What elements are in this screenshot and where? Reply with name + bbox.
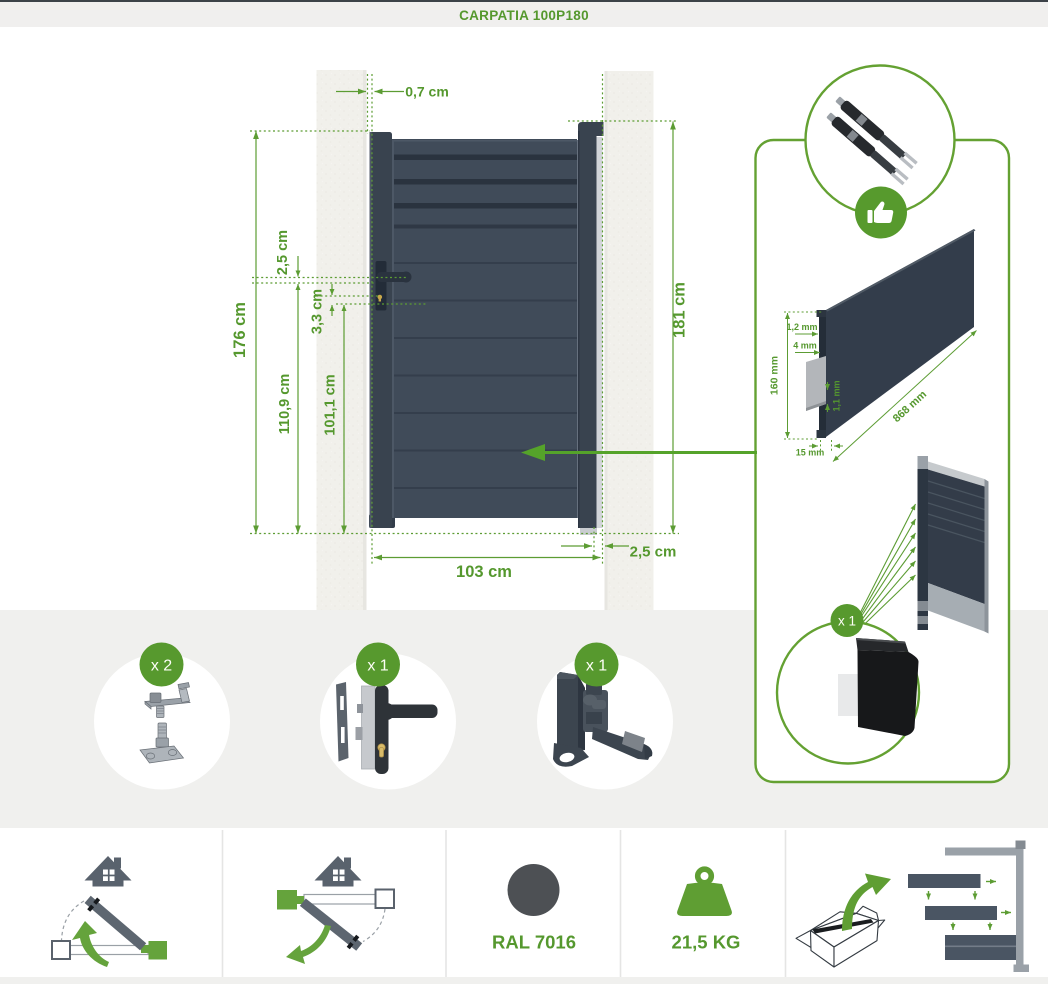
- svg-text:x 2: x 2: [151, 658, 172, 675]
- svg-text:2,5 cm: 2,5 cm: [275, 230, 291, 275]
- svg-text:RAL 7016: RAL 7016: [492, 932, 576, 953]
- svg-text:1,1 mm: 1,1 mm: [832, 380, 842, 411]
- svg-text:0,7 cm: 0,7 cm: [405, 84, 449, 100]
- svg-text:2,5 cm: 2,5 cm: [630, 544, 677, 561]
- svg-text:x 1: x 1: [367, 658, 388, 675]
- svg-text:160 mm: 160 mm: [769, 356, 781, 395]
- svg-text:101,1 cm: 101,1 cm: [323, 374, 339, 435]
- svg-text:110,9 cm: 110,9 cm: [277, 374, 293, 434]
- svg-text:CARPATIA 100P180: CARPATIA 100P180: [459, 8, 589, 23]
- svg-text:3,3 cm: 3,3 cm: [310, 289, 326, 334]
- svg-text:x 1: x 1: [586, 658, 607, 675]
- svg-text:181 cm: 181 cm: [671, 282, 689, 338]
- svg-text:x 1: x 1: [838, 614, 856, 629]
- svg-text:1,2 mm: 1,2 mm: [786, 322, 817, 332]
- svg-text:15 mm: 15 mm: [796, 448, 825, 458]
- svg-text:4 mm: 4 mm: [793, 341, 817, 351]
- svg-text:21,5 KG: 21,5 KG: [672, 932, 741, 953]
- svg-text:176 cm: 176 cm: [231, 302, 249, 358]
- svg-text:103 cm: 103 cm: [456, 563, 512, 581]
